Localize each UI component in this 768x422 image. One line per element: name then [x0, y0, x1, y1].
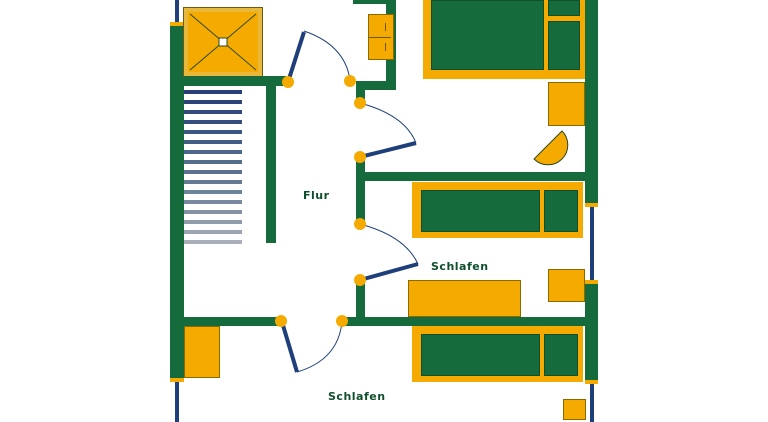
cabinet: [184, 326, 220, 378]
right-outer-wall-top: [585, 0, 598, 203]
window-cap: [585, 203, 598, 207]
lower-hall-wall-left: [184, 317, 280, 326]
nightstand: [548, 269, 585, 302]
hall-right-wall-mid: [356, 156, 365, 226]
bathroom-top-wall: [353, 0, 395, 4]
bed-icon: [423, 0, 585, 79]
window-left-bottom: [175, 382, 179, 422]
window-cap: [585, 380, 598, 384]
room-label-hallway: Flur: [303, 189, 330, 202]
shower-icon: [183, 7, 263, 77]
bedroom1-bottom-wall: [343, 317, 596, 326]
window-cap: [170, 22, 184, 26]
bedroom1-top-wall: [356, 172, 596, 181]
room-label-bedroom-1: Schlafen: [431, 260, 489, 273]
small-table: [563, 399, 586, 420]
window-cap: [170, 378, 184, 382]
sink-icon: [368, 14, 394, 60]
left-outer-wall: [170, 26, 184, 380]
window-right-1: [590, 207, 594, 280]
bathroom-bottom-wall: [356, 81, 396, 90]
table-icon: [532, 130, 574, 166]
bed-icon: [412, 326, 583, 382]
nightstand: [548, 82, 585, 126]
right-outer-wall-mid: [585, 284, 598, 380]
shower-bottom-wall: [184, 76, 286, 86]
hall-right-wall-low: [356, 280, 365, 320]
stair-right-wall: [266, 86, 276, 243]
desk: [408, 280, 521, 317]
window-cap: [585, 280, 598, 284]
room-label-bedroom-2: Schlafen: [328, 390, 386, 403]
bed-icon: [412, 182, 583, 238]
hall-right-wall-upper: [356, 90, 365, 104]
window-right-2: [590, 384, 594, 422]
window-left-top: [175, 0, 179, 22]
